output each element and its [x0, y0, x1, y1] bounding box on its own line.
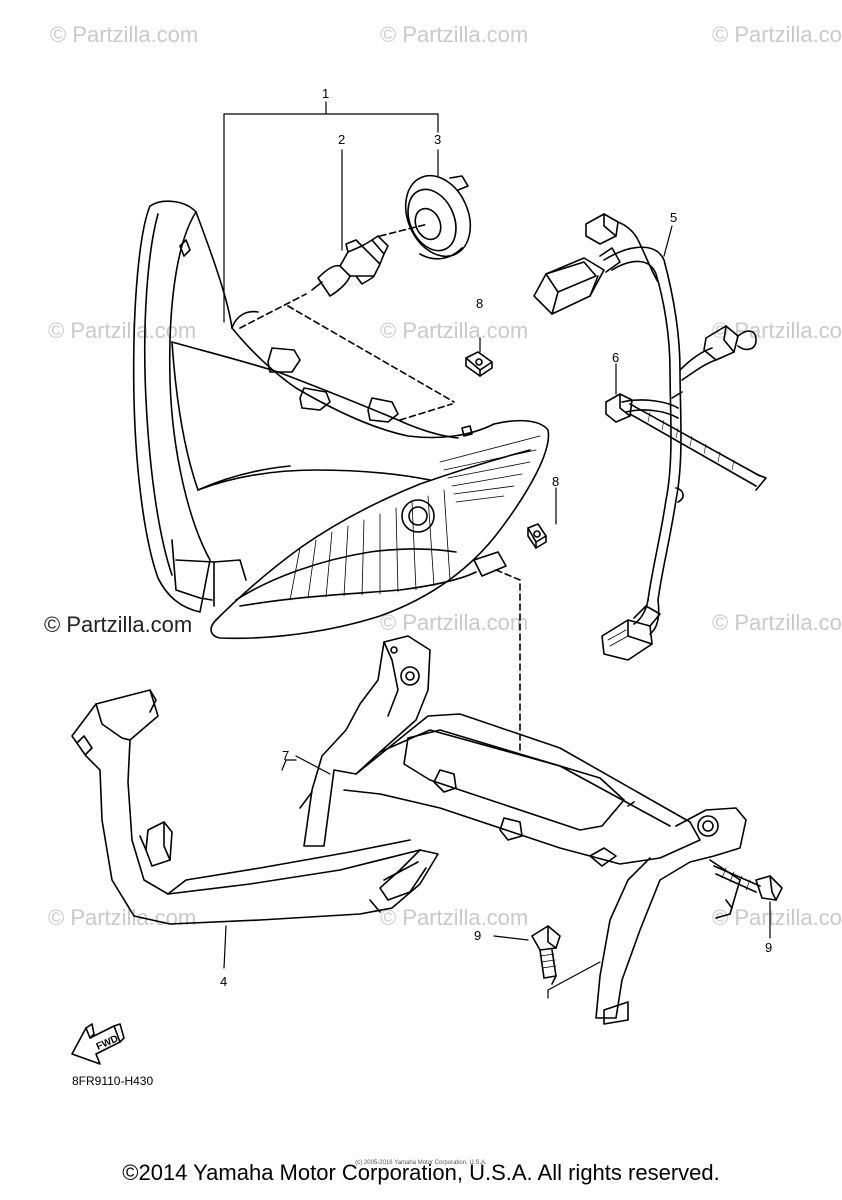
watermark-prominent: © Partzilla.com — [44, 612, 193, 637]
callout-3: 3 — [434, 132, 442, 147]
wire-harness — [533, 213, 757, 661]
watermark: © Partzilla.com — [380, 22, 529, 47]
bolt-9-right — [713, 865, 783, 939]
callout-5: 5 — [670, 210, 678, 225]
callout-1: 1 — [322, 86, 330, 101]
bolt-9-left — [493, 925, 601, 999]
watermark: © Partzilla.com — [712, 905, 842, 930]
callout-4: 4 — [220, 974, 228, 989]
headlight-cover — [71, 689, 439, 969]
headlight-bulb — [311, 235, 389, 297]
callout-9-left: 9 — [474, 928, 482, 943]
fwd-label: FWD — [95, 1033, 120, 1052]
headlight-stay — [281, 635, 747, 1025]
callout-8-upper: 8 — [476, 296, 484, 311]
copyright-notice: ©2014 Yamaha Motor Corporation, U.S.A. A… — [122, 1160, 720, 1185]
headlight-housing — [132, 200, 550, 640]
fwd-arrow-icon: FWD — [71, 1023, 125, 1065]
cable-tie — [605, 363, 767, 491]
watermark: © Partzilla.com — [712, 318, 842, 343]
diagram-code: 8FR9110-H430 — [72, 1074, 154, 1088]
nut-8-upper — [465, 337, 493, 377]
watermark: © Partzilla.com — [380, 318, 529, 343]
watermark: © Partzilla.com — [50, 22, 199, 47]
callout-6: 6 — [612, 350, 620, 365]
tiny-notice: (c) 2005-2016 Yamaha Motor Corporation, … — [355, 1160, 487, 1166]
callout-7: 7 — [282, 748, 290, 763]
callout-8-lower: 8 — [552, 474, 560, 489]
bulb-socket-cover — [404, 174, 472, 260]
nut-8-lower — [495, 487, 557, 751]
watermark: © Partzilla.com — [380, 905, 529, 930]
callout-9-right: 9 — [765, 940, 773, 955]
watermark: © Partzilla.com — [712, 22, 842, 47]
watermark: © Partzilla.com — [380, 610, 529, 635]
watermark: © Partzilla.com — [48, 905, 197, 930]
callout-2: 2 — [338, 132, 346, 147]
watermark: © Partzilla.com — [712, 610, 842, 635]
